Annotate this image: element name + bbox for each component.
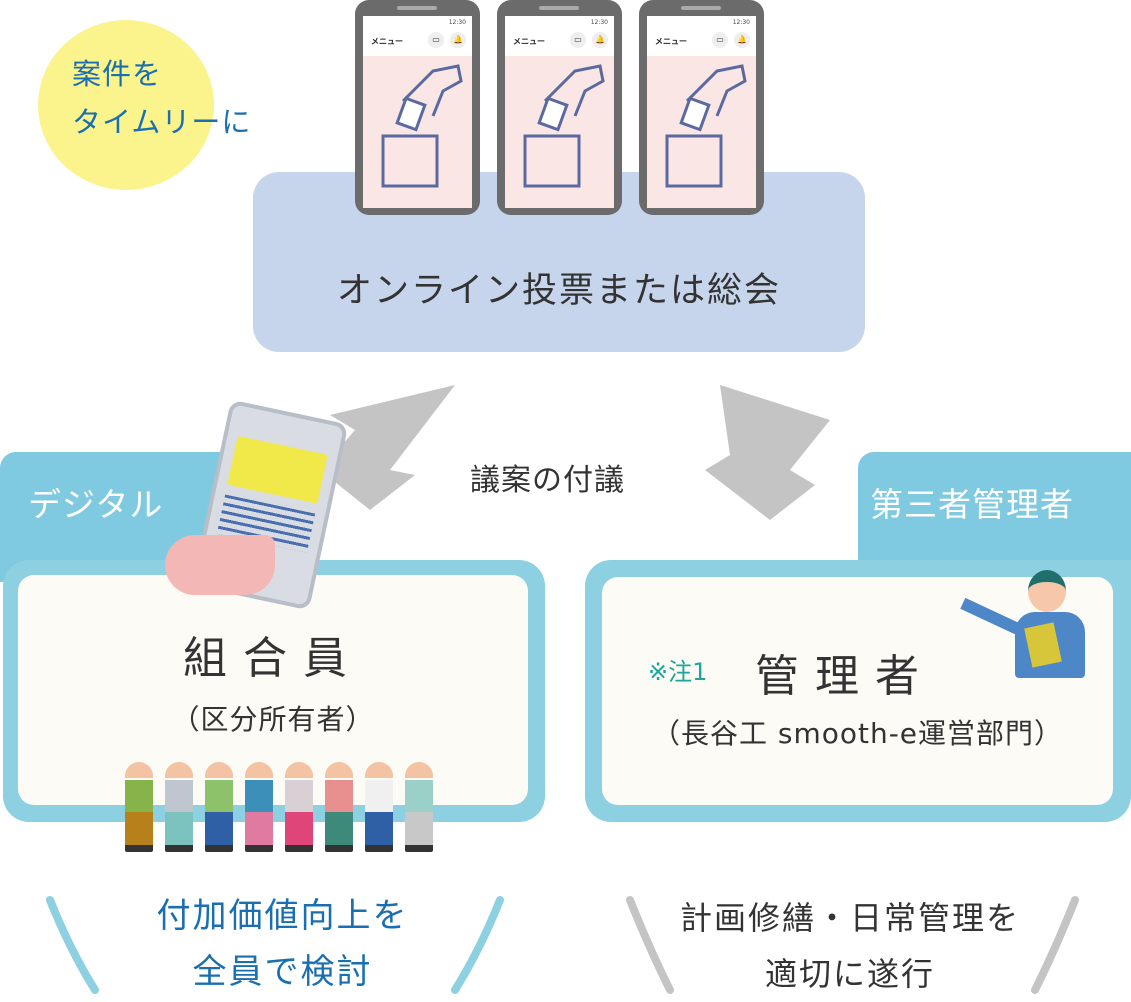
stage-label: オンライン投票または総会 (336, 271, 781, 311)
status-time: 12:30 (448, 19, 466, 26)
member-figure (325, 762, 353, 852)
voting-phone: 12:30 メニュー ▭ 🔔 (497, 0, 622, 215)
bell-icon: 🔔 (592, 32, 608, 48)
menu-label: メニュー (371, 37, 403, 46)
note-marker: ※注1 (648, 658, 708, 686)
ballot-box-icon (523, 64, 605, 188)
member-card (18, 575, 528, 805)
bottom-left-line1: 付加価値向上を (156, 896, 409, 936)
bottom-right-line2: 適切に遂行 (764, 955, 935, 993)
member-figure (245, 762, 273, 852)
voting-phone: 12:30 メニュー ▭ 🔔 (639, 0, 764, 215)
member-figure (125, 762, 153, 852)
bell-icon: 🔔 (734, 32, 750, 48)
chat-icon: ▭ (428, 32, 444, 48)
manager-subtitle: （長谷工 smooth-e運営部門） (651, 717, 1064, 750)
arrow-up-right-icon (320, 385, 455, 510)
slash-right-2 (1031, 896, 1079, 994)
chat-icon: ▭ (570, 32, 586, 48)
ballot-box-icon (381, 64, 463, 188)
slash-right-1 (626, 896, 674, 994)
badge-line2: タイムリーに (72, 105, 252, 139)
member-figure (205, 762, 233, 852)
member-subtitle: （区分所有者） (171, 703, 375, 736)
manager-title: 管理者 (755, 651, 935, 702)
member-figure (285, 762, 313, 852)
timely-badge (38, 20, 214, 190)
bottom-right-text: 計画修繕・日常管理を 適切に遂行 (650, 890, 1050, 1002)
arrow-up-left-icon (705, 385, 830, 520)
bottom-left-text: 付加価値向上を 全員で検討 (100, 888, 465, 1000)
arrows (320, 385, 830, 520)
member-figure (405, 762, 433, 852)
hand-illustration (165, 535, 275, 595)
menu-label: メニュー (655, 37, 687, 46)
badge-line1: 案件を (72, 57, 163, 91)
slash-left-2 (451, 896, 504, 994)
bottom-decor (46, 896, 1079, 994)
lightbulb-icon (227, 435, 328, 504)
member-figure (365, 762, 393, 852)
slash-left-1 (46, 896, 99, 994)
menu-label: メニュー (513, 37, 545, 46)
voting-phone: 12:30 メニュー ▭ 🔔 (355, 0, 480, 215)
proposal-label: 議案の付議 (470, 463, 625, 498)
status-time: 12:30 (732, 19, 750, 26)
bell-icon: 🔔 (450, 32, 466, 48)
bottom-right-line1: 計画修繕・日常管理を (679, 899, 1020, 937)
member-title: 組合員 (183, 633, 363, 684)
third-party-label: 第三者管理者 (870, 485, 1074, 524)
manager-illustration (960, 570, 1085, 680)
members-illustration (125, 762, 435, 862)
chat-icon: ▭ (712, 32, 728, 48)
bottom-left-line2: 全員で検討 (192, 952, 373, 992)
member-figure (165, 762, 193, 852)
digital-label: デジタル (28, 485, 164, 524)
status-time: 12:30 (590, 19, 608, 26)
ballot-box-icon (665, 64, 747, 188)
